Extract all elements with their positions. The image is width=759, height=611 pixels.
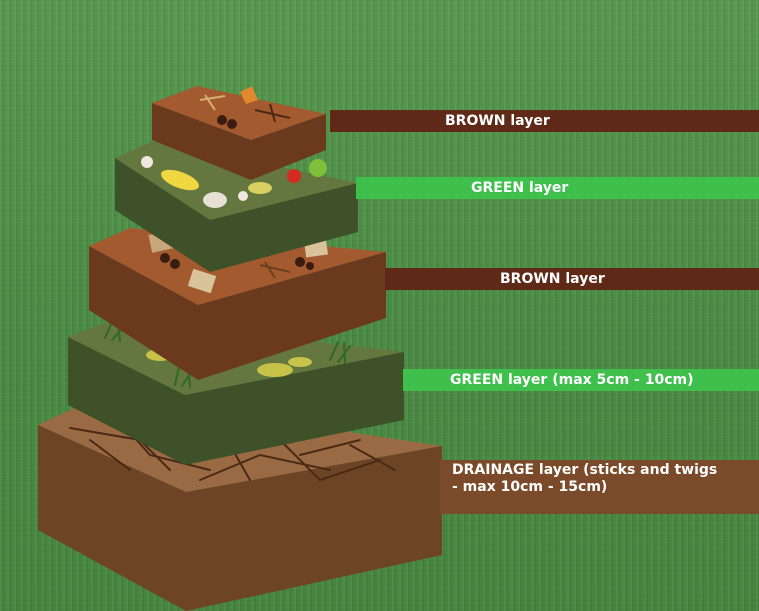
food-scraps-icon [141, 156, 327, 208]
layer-label-green-upper: GREEN layer [356, 177, 759, 199]
leaves-and-twigs-icon [199, 86, 291, 129]
layer-label-green-lower: GREEN layer (max 5cm - 10cm) [403, 369, 759, 391]
brown-top-top-face [152, 86, 326, 140]
green-layer-upper-block [115, 141, 358, 272]
green-upper-front-face [115, 158, 210, 272]
green-upper-right-face [210, 183, 358, 272]
layer-label-brown-middle: BROWN layer [385, 268, 759, 290]
layer-label-text: BROWN layer [445, 113, 550, 129]
layer-label-drainage: DRAINAGE layer (sticks and twigs - max 1… [440, 460, 759, 514]
brown-top-front-face [152, 103, 251, 180]
brown-top-right-face [251, 114, 326, 180]
brown-middle-right-face [198, 252, 386, 380]
brown-middle-front-face [89, 246, 198, 380]
drainage-front-face [38, 425, 186, 611]
green-upper-top-face [115, 141, 358, 220]
layer-label-brown-top: BROWN layer [330, 110, 759, 132]
green-lower-front-face [68, 337, 185, 465]
layer-label-text: DRAINAGE layer (sticks and twigs - max 1… [452, 462, 718, 495]
green-lower-right-face [185, 352, 404, 465]
brown-layer-top-block [152, 86, 326, 180]
layer-label-text: GREEN layer (max 5cm - 10cm) [450, 372, 694, 388]
layer-label-text: GREEN layer [471, 180, 569, 196]
drainage-right-face [186, 446, 442, 611]
brown-layer-middle-block [89, 228, 386, 380]
layer-label-text: BROWN layer [500, 271, 605, 287]
